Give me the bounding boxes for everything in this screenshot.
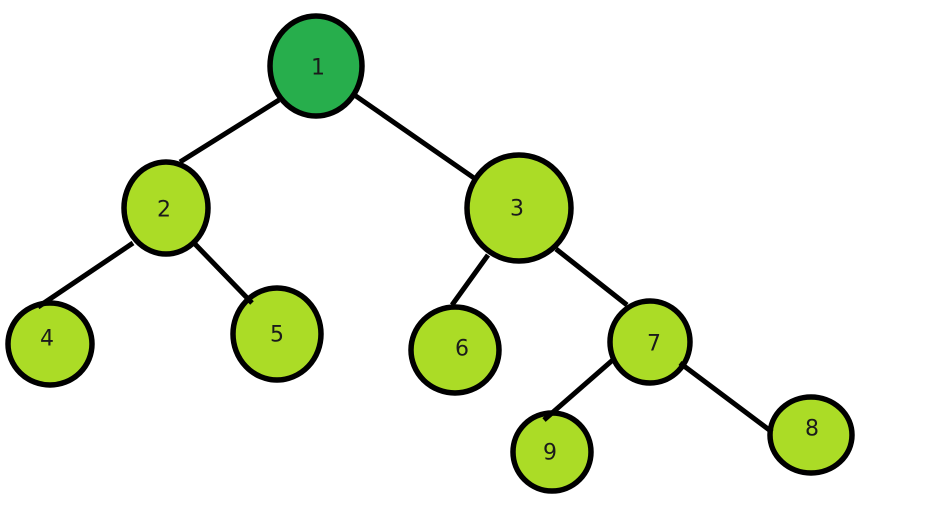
tree-node-1-label: 1 bbox=[311, 56, 325, 81]
tree-node-5-label: 5 bbox=[270, 323, 284, 348]
tree-node-2-label: 2 bbox=[157, 198, 171, 223]
tree-edge-1-2 bbox=[178, 97, 281, 165]
tree-node-6-label: 6 bbox=[455, 337, 469, 362]
tree-node-6-circle bbox=[408, 304, 502, 396]
tree-node-3-circle bbox=[464, 152, 574, 264]
tree-node-8-circle bbox=[767, 394, 855, 476]
tree-edge-1-3 bbox=[351, 91, 476, 181]
tree-edge-2-5 bbox=[192, 241, 254, 305]
tree-edge-3-6 bbox=[449, 253, 491, 307]
tree-edge-7-9 bbox=[542, 356, 617, 422]
tree-node-1-circle bbox=[267, 13, 365, 119]
tree-node-4-circle bbox=[5, 300, 95, 388]
tree-edge-7-8 bbox=[678, 361, 774, 434]
tree-node-7-label: 7 bbox=[647, 332, 661, 357]
tree-edge-3-7 bbox=[554, 247, 629, 307]
tree-node-7-circle bbox=[607, 298, 693, 386]
tree-node-3-label: 3 bbox=[510, 197, 524, 222]
tree-node-2-circle bbox=[121, 159, 211, 257]
tree-edge-2-4 bbox=[36, 240, 135, 310]
tree-node-4-label: 4 bbox=[40, 327, 54, 352]
tree-node-9-label: 9 bbox=[543, 441, 557, 466]
tree-node-8-label: 8 bbox=[805, 417, 819, 442]
tree-node-5-circle bbox=[230, 285, 324, 383]
